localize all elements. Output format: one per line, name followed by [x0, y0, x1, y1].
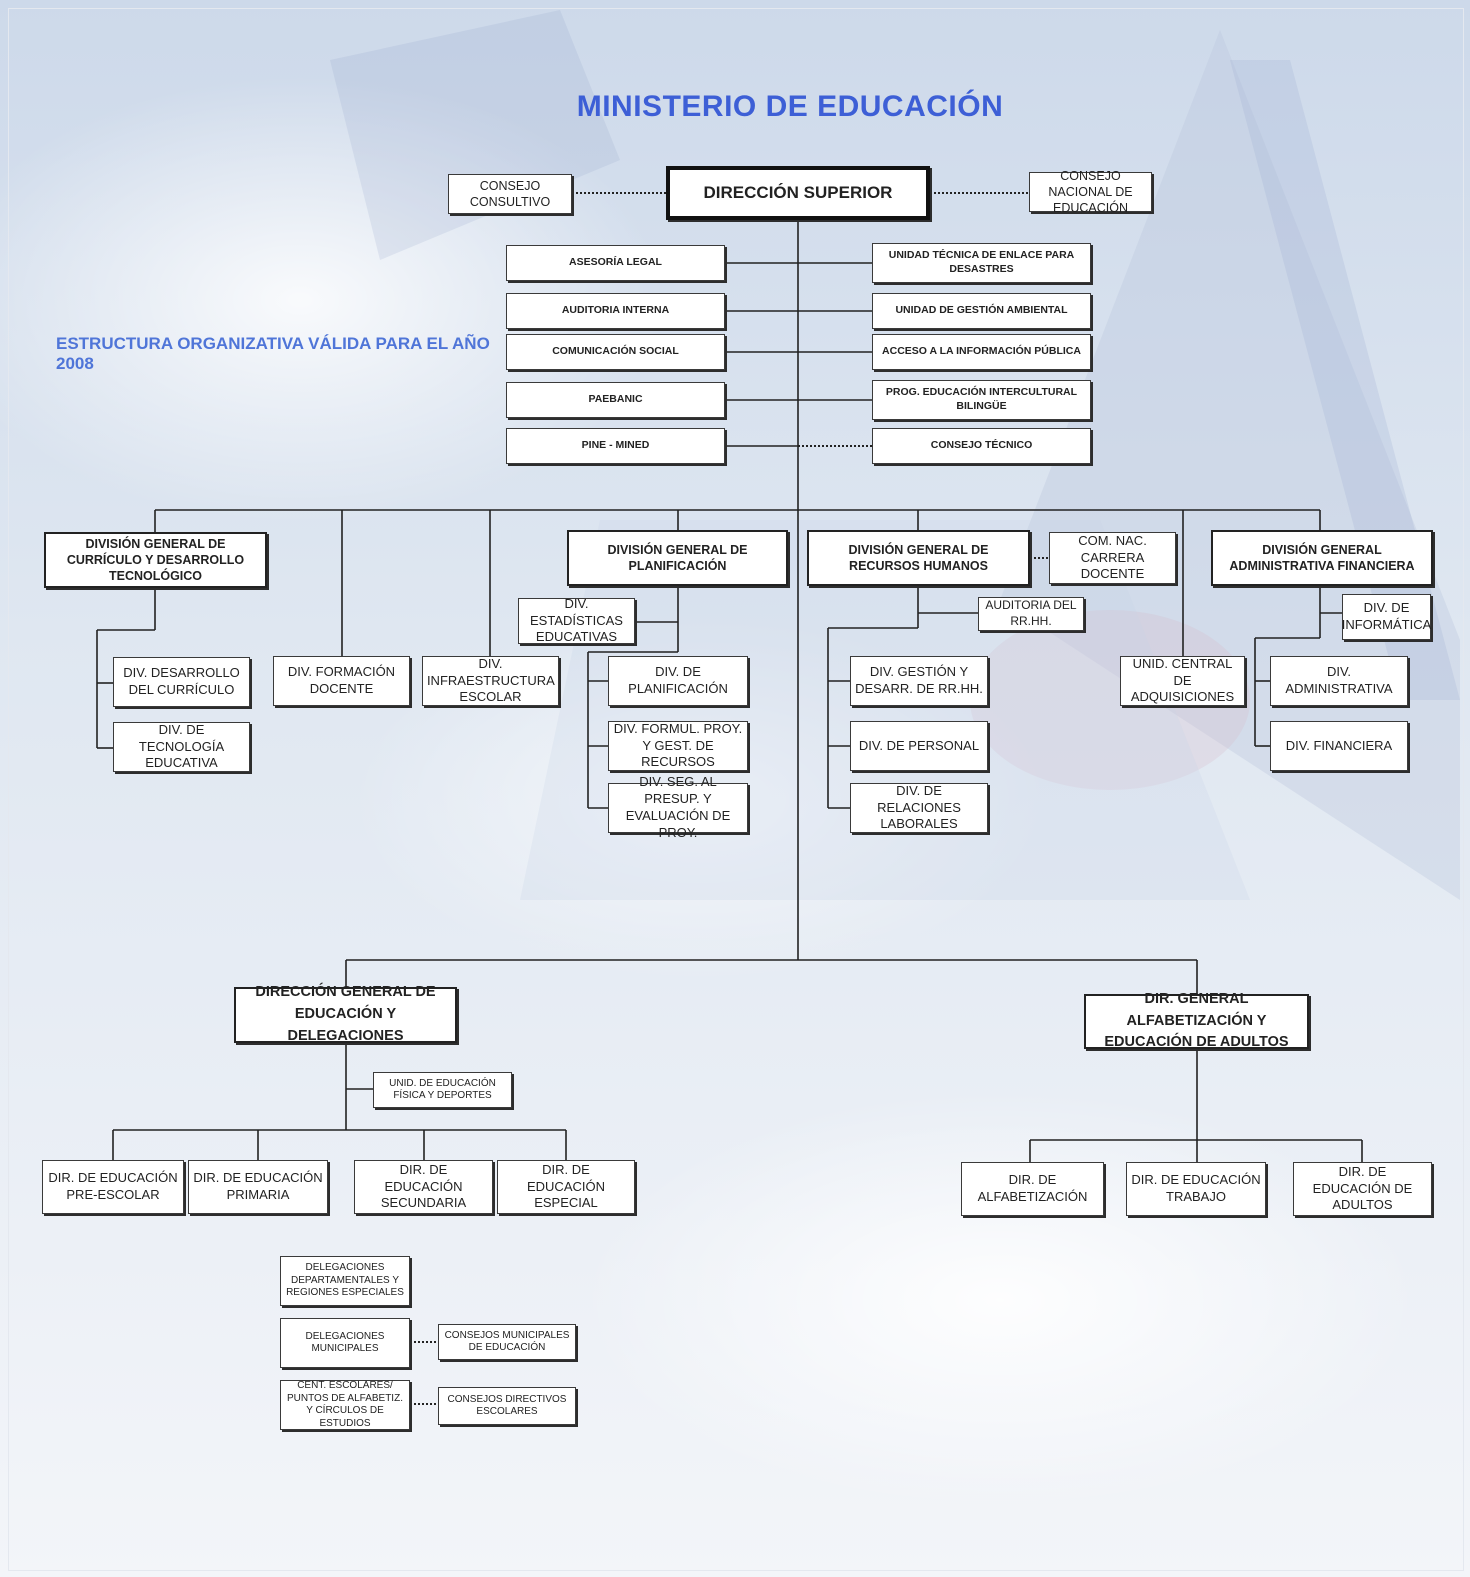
delegaciones-item-box: DIR. DE EDUCACIÓN PRIMARIA: [188, 1160, 328, 1214]
chain-box: DELEGACIONES DEPARTAMENTALES Y REGIONES …: [280, 1256, 410, 1306]
rrhh-item-box: DIV. DE PERSONAL: [850, 721, 988, 771]
admin-head-box: DIVISIÓN GENERAL ADMINISTRATIVA FINANCIE…: [1211, 530, 1433, 586]
alfabetizacion-item-box: DIR. DE EDUCACIÓN DE ADULTOS: [1293, 1162, 1432, 1216]
page-title: MINISTERIO DE EDUCACIÓN: [576, 90, 1004, 123]
chain-box: CENT. ESCOLARES/ PUNTOS DE ALFABETIZ. Y …: [280, 1380, 410, 1430]
consejo-consultivo-box: CONSEJO CONSULTIVO: [448, 174, 572, 214]
delegaciones-side-box: UNID. DE EDUCACIÓN FÍSICA Y DEPORTES: [373, 1072, 512, 1108]
staff-right-box: UNIDAD TÉCNICA DE ENLACE PARA DESASTRES: [872, 243, 1091, 283]
staff-left-box: AUDITORIA INTERNA: [506, 293, 725, 329]
rrhh-side-box: COM. NAC. CARRERA DOCENTE: [1049, 532, 1176, 584]
staff-left-box: ASESORÍA LEGAL: [506, 245, 725, 281]
adquisiciones-box: UNID. CENTRAL DE ADQUISICIONES: [1120, 656, 1245, 706]
rrhh-head-box: DIVISIÓN GENERAL DE RECURSOS HUMANOS: [807, 530, 1030, 586]
planificacion-item-box: DIV. FORMUL. PROY. Y GEST. DE RECURSOS: [608, 721, 748, 771]
staff-right-box: CONSEJO TÉCNICO: [872, 428, 1091, 464]
rrhh-item-box: DIV. GESTIÓN Y DESARR. DE RR.HH.: [850, 656, 988, 706]
staff-right-box: ACCESO A LA INFORMACIÓN PÚBLICA: [872, 334, 1091, 370]
curriculo-head-box: DIVISIÓN GENERAL DE CURRÍCULO Y DESARROL…: [44, 532, 267, 588]
staff-left-box: PAEBANIC: [506, 382, 725, 418]
chain-box: DELEGACIONES MUNICIPALES: [280, 1318, 410, 1368]
rrhh-item-box: DIV. DE RELACIONES LABORALES: [850, 783, 988, 833]
alfabetizacion-item-box: DIR. DE ALFABETIZACIÓN: [961, 1162, 1104, 1216]
rrhh-audit-box: AUDITORIA DEL RR.HH.: [978, 597, 1084, 631]
chain-side-box: CONSEJOS MUNICIPALES DE EDUCACIÓN: [438, 1324, 576, 1360]
alfabetizacion-head-box: DIR. GENERAL ALFABETIZACIÓN Y EDUCACIÓN …: [1084, 991, 1309, 1050]
page-frame: [8, 8, 1464, 1571]
planificacion-item-box: DIV. DE PLANIFICACIÓN: [608, 656, 748, 706]
curriculo-item-box: DIV. DE TECNOLOGÍA EDUCATIVA: [113, 722, 250, 772]
planificacion-item-box: DIV. SEG. AL PRESUP. Y EVALUACIÓN DE PRO…: [608, 774, 748, 840]
planificacion-head-box: DIVISIÓN GENERAL DE PLANIFICACIÓN: [567, 530, 788, 586]
staff-left-box: COMUNICACIÓN SOCIAL: [506, 334, 725, 370]
chain-side-box: CONSEJOS DIRECTIVOS ESCOLARES: [438, 1387, 576, 1425]
planificacion-side-box: DIV. ESTADÍSTICAS EDUCATIVAS: [518, 596, 635, 644]
page-subtitle: ESTRUCTURA ORGANIZATIVA VÁLIDA PARA EL A…: [56, 334, 490, 373]
direccion-superior-box: DIRECCIÓN SUPERIOR: [666, 166, 930, 220]
delegaciones-head-box: DIRECCIÓN GENERAL DE EDUCACIÓN Y DELEGAC…: [234, 984, 457, 1044]
consejo-nacional-box: CONSEJO NACIONAL DE EDUCACIÓN: [1029, 169, 1152, 215]
formacion-docente-box: DIV. FORMACIÓN DOCENTE: [273, 656, 410, 706]
delegaciones-item-box: DIR. DE EDUCACIÓN SECUNDARIA: [354, 1160, 493, 1214]
curriculo-item-box: DIV. DESARROLLO DEL CURRÍCULO: [113, 657, 250, 707]
staff-left-box: PINE - MINED: [506, 428, 725, 464]
delegaciones-item-box: DIR. DE EDUCACIÓN PRE-ESCOLAR: [42, 1160, 184, 1214]
staff-right-box: UNIDAD DE GESTIÓN AMBIENTAL: [872, 293, 1091, 329]
alfabetizacion-item-box: DIR. DE EDUCACIÓN TRABAJO: [1126, 1162, 1266, 1216]
staff-right-box: PROG. EDUCACIÓN INTERCULTURAL BILINGÜE: [872, 380, 1091, 420]
admin-item-box: DIV. DE INFORMÁTICA: [1342, 594, 1431, 640]
admin-item-box: DIV. ADMINISTRATIVA: [1270, 656, 1408, 706]
delegaciones-item-box: DIR. DE EDUCACIÓN ESPECIAL: [497, 1160, 635, 1214]
infraestructura-box: DIV. INFRAESTRUCTURA ESCOLAR: [422, 656, 559, 706]
admin-item-box: DIV. FINANCIERA: [1270, 721, 1408, 771]
